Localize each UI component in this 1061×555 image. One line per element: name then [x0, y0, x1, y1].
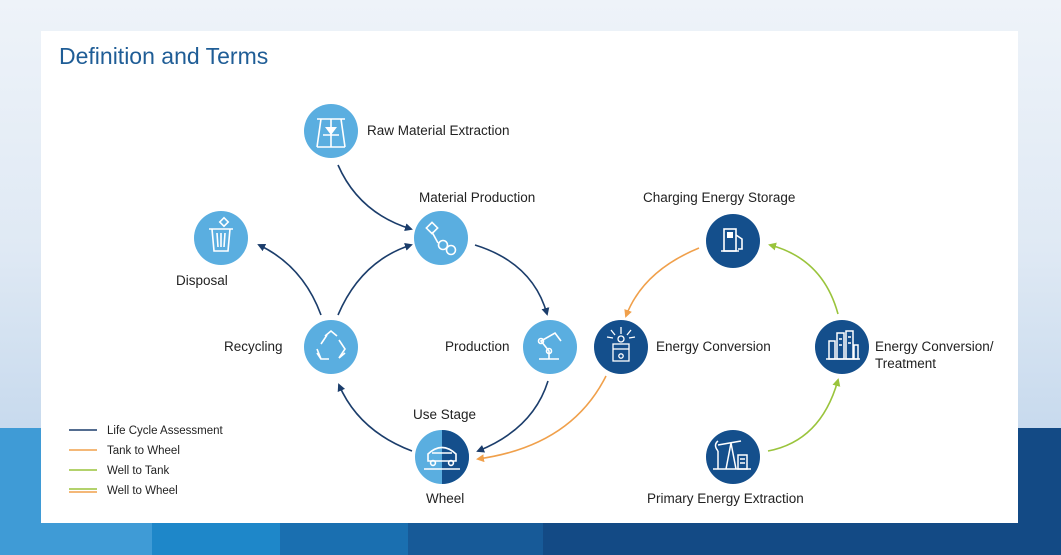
slide: Definition and Terms	[41, 31, 1018, 523]
node-raw-material-extraction	[304, 104, 358, 158]
label-primary-energy-extraction: Primary Energy Extraction	[647, 491, 804, 506]
legend-label-well-to-tank: Well to Tank	[107, 465, 169, 477]
arrow-conversion-to-use	[476, 375, 607, 463]
label-disposal: Disposal	[176, 273, 228, 288]
label-energy-conversion: Energy Conversion	[656, 339, 771, 354]
arrow-production-to-use	[476, 380, 549, 453]
label-recycling: Recycling	[224, 339, 283, 354]
legend-item-tank-to-wheel: Tank to Wheel	[69, 445, 180, 457]
arrow-recycling-to-disposal	[257, 243, 322, 316]
label-charging-energy-storage: Charging Energy Storage	[643, 190, 795, 205]
recycle-icon	[316, 329, 346, 360]
life-cycle-diagram: Raw Material Extraction Material Product…	[69, 104, 994, 506]
legend-item-well-to-wheel: Well to Wheel	[69, 485, 178, 497]
fuel-pump-icon	[721, 228, 743, 252]
node-recycling	[304, 320, 358, 374]
refinery-icon	[826, 330, 860, 360]
robot-arm-icon	[537, 331, 562, 360]
node-primary-energy-extraction	[706, 430, 760, 484]
legend-label-lca: Life Cycle Assessment	[107, 425, 223, 437]
legend: Life Cycle Assessment Tank to Wheel Well…	[69, 425, 223, 497]
arrow-charging-to-conversion	[624, 247, 700, 318]
arrow-treatment-to-charging	[768, 242, 839, 315]
label-raw-material-extraction: Raw Material Extraction	[367, 123, 510, 138]
legend-item-well-to-tank: Well to Tank	[69, 465, 169, 477]
node-material-production	[414, 211, 468, 265]
label-energy-conversion-treatment-2: Treatment	[875, 356, 936, 371]
label-wheel: Wheel	[426, 491, 464, 506]
pump-jack-icon	[713, 440, 751, 470]
node-energy-conversion	[594, 320, 648, 374]
legend-label-tank-to-wheel: Tank to Wheel	[107, 445, 180, 457]
node-charging-energy-storage	[706, 214, 760, 268]
node-energy-conversion-treatment	[815, 320, 869, 374]
mine-tower-icon	[316, 118, 346, 148]
arrow-recycling-to-material	[337, 243, 413, 316]
arrow-extraction-to-treatment	[767, 378, 841, 452]
node-production	[523, 320, 577, 374]
legend-label-well-to-wheel: Well to Wheel	[107, 485, 178, 497]
robot-arm-gears-icon	[425, 221, 457, 256]
label-use-stage: Use Stage	[413, 407, 476, 422]
node-use-stage	[415, 430, 469, 484]
arrow-use-to-recycling	[337, 383, 413, 452]
sun-panel-icon	[606, 327, 636, 362]
label-energy-conversion-treatment-1: Energy Conversion/	[875, 339, 994, 354]
arrow-material-to-production	[474, 244, 550, 316]
arrow-raw-to-material	[337, 164, 413, 232]
legend-item-lca: Life Cycle Assessment	[69, 425, 223, 437]
label-production: Production	[445, 339, 510, 354]
trash-bin-icon	[209, 216, 233, 252]
slide-title: Definition and Terms	[59, 43, 269, 69]
car-icon	[424, 446, 460, 470]
node-disposal	[194, 211, 248, 265]
label-material-production: Material Production	[419, 190, 535, 205]
